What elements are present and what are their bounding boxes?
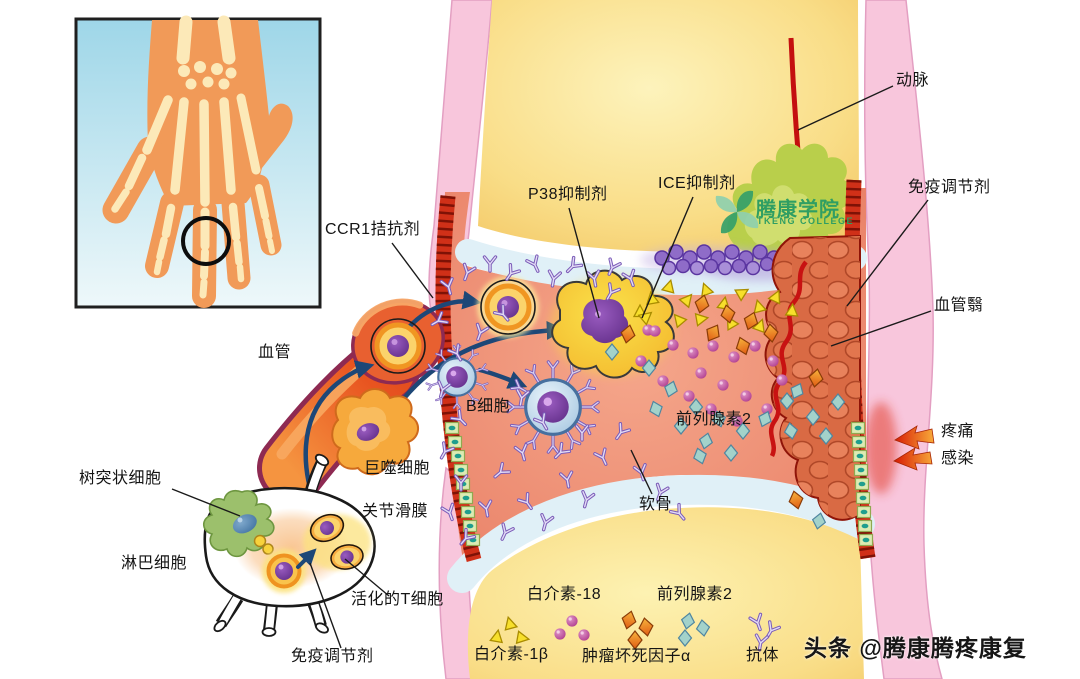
label-cartilage: 软骨	[639, 496, 673, 513]
label-lymphocyte: 淋巴细胞	[121, 555, 188, 572]
bottom-bone	[467, 507, 864, 679]
label-artery: 动脉	[896, 72, 930, 89]
lymphocyte-migrated	[477, 276, 539, 338]
infection-arrow	[893, 447, 933, 471]
leader-lines	[171, 85, 932, 649]
pain-arrow	[894, 425, 935, 450]
hand-inset	[74, 15, 322, 309]
migration-arrows	[303, 290, 566, 515]
activated-macrophage	[550, 269, 675, 379]
tkeng-logo-icon	[715, 190, 759, 234]
pannus-artery	[768, 260, 808, 458]
activated-t-cells	[303, 508, 371, 573]
legend-label-il1b: 白介素-1β	[474, 646, 549, 663]
label-p38-inhibitor: P38抑制剂	[528, 186, 608, 203]
label-pannus: 血管翳	[934, 297, 984, 314]
legend-label-antibody: 抗体	[746, 647, 780, 664]
label-blood-vessel: 血管	[258, 344, 292, 361]
label-macrophage: 巨噬细胞	[364, 460, 431, 477]
label-ice-inhibitor: ICE抑制剂	[658, 175, 736, 192]
lymphocyte-cell	[262, 549, 306, 593]
tkeng-logo-en: TKENG COLLEGE	[757, 216, 855, 226]
lymphocyte-in-vessel	[371, 319, 425, 373]
legend-label-tnfa: 肿瘤坏死因子α	[582, 648, 691, 665]
label-immunomodulator-right: 免疫调节剂	[908, 179, 991, 196]
label-pain: 疼痛	[941, 423, 975, 440]
watermark: 头条 @腾康腾疼康复	[804, 635, 1027, 661]
activation-arrow	[296, 548, 317, 569]
legend-label-pg2: 前列腺素2	[657, 586, 733, 603]
label-infection: 感染	[941, 450, 975, 467]
capsule-right	[863, 0, 943, 679]
label-ccr1-antagonist: CCR1拮抗剂	[325, 221, 421, 238]
lymph-node	[202, 453, 376, 637]
pain-infection-arrows	[893, 425, 935, 471]
affected-joint-circle	[181, 216, 231, 266]
label-activated-t-cell: 活化的T细胞	[351, 591, 444, 608]
label-synovium: 关节滑膜	[362, 503, 429, 520]
macrophage-cell	[331, 388, 419, 476]
green-infiltrate	[727, 143, 853, 266]
costimulation-link	[253, 534, 267, 548]
inflammation-glow	[865, 402, 897, 494]
tkeng-logo-cn: 腾康学院	[756, 199, 840, 221]
label-prostaglandin-mid: 前列腺素2	[676, 411, 752, 428]
label-b-cell: B细胞	[466, 398, 511, 415]
label-dendritic-cell: 树突状细胞	[79, 470, 162, 487]
legend-label-il18: 白介素-18	[527, 586, 602, 603]
hand-bones	[111, 15, 275, 299]
label-immunomodulator-bottom: 免疫调节剂	[291, 648, 374, 665]
